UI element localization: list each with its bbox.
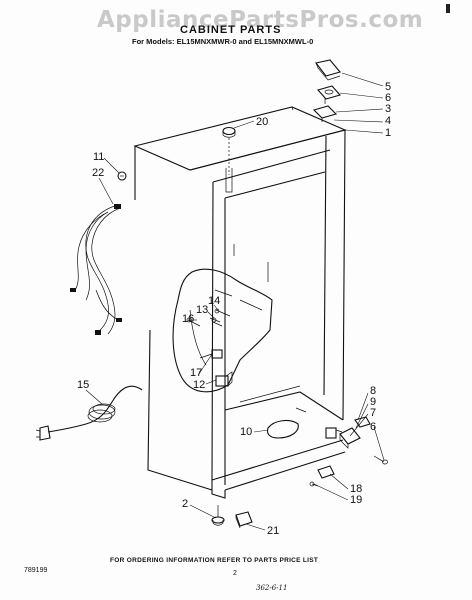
callout-3: 3	[385, 103, 391, 115]
callout-13: 13	[196, 304, 208, 316]
roller-parts	[309, 465, 335, 487]
callout-20: 20	[256, 116, 268, 128]
callout-2: 2	[182, 498, 188, 510]
callout-16: 16	[182, 313, 194, 325]
callout-6-lower: 6	[370, 421, 376, 433]
callout-21: 21	[267, 525, 279, 537]
ordering-note: FOR ORDERING INFORMATION REFER TO PARTS …	[110, 557, 318, 564]
foot-21	[235, 511, 253, 529]
control-parts	[186, 308, 233, 387]
model-numbers: For Models: EL15MNXMWR-0 and EL15MNXMWL-…	[132, 37, 313, 46]
callout-10: 10	[240, 426, 252, 438]
callout-4: 4	[385, 115, 391, 127]
bracket-10	[266, 407, 307, 439]
handwritten-note: 362-6-11	[256, 584, 287, 592]
callout-15: 15	[77, 379, 89, 391]
power-cord	[35, 385, 143, 441]
cabinet-shell	[134, 129, 346, 499]
callout-19: 19	[350, 494, 362, 506]
callout-12: 12	[193, 379, 205, 391]
screw-11	[117, 171, 127, 181]
doc-number: 789199	[24, 567, 47, 574]
callout-labels: 5 6 3 4 1 20 11 22 14 13 16 17 12 15 8 9…	[77, 81, 391, 537]
callout-5: 5	[385, 81, 391, 93]
leveling-leg	[211, 505, 225, 526]
wiring-harness	[70, 204, 122, 335]
corner-mark	[446, 4, 450, 13]
callout-17: 17	[190, 367, 202, 379]
callout-18: 18	[350, 483, 362, 495]
callout-8: 8	[370, 385, 376, 397]
top-hinge-parts	[312, 59, 341, 122]
callout-14: 14	[208, 295, 220, 307]
rear-panel	[172, 268, 273, 393]
callout-1: 1	[385, 127, 391, 139]
page-number: 2	[233, 570, 237, 577]
callout-6: 6	[385, 92, 391, 104]
plug-button	[222, 126, 236, 193]
leveling-parts	[325, 416, 388, 465]
diagram-title: CABINET PARTS	[180, 24, 281, 36]
leader-lines	[85, 72, 385, 531]
callout-22: 22	[92, 167, 104, 179]
callout-11: 11	[93, 151, 104, 163]
watermark: AppliancePartsPros.com	[97, 7, 423, 33]
callout-9: 9	[370, 396, 376, 408]
callout-7: 7	[370, 407, 376, 419]
